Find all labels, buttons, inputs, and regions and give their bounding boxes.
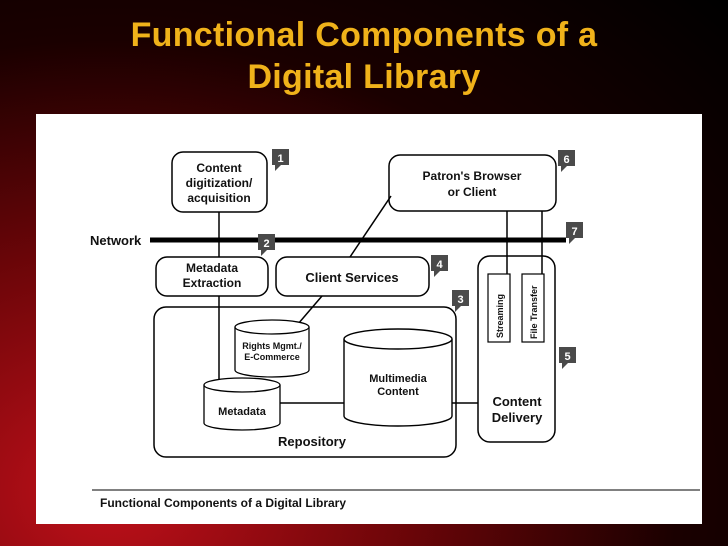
callout-badge-2	[258, 234, 275, 256]
content-digitization-label-2: digitization/	[186, 176, 253, 190]
metadata-extraction-label-1: Metadata	[186, 261, 238, 275]
slide-title-line-2: Digital Library	[247, 58, 481, 96]
caption: Functional Components of a Digital Libra…	[100, 496, 346, 510]
content-delivery-label-2: Delivery	[492, 410, 543, 425]
client-services-label: Client Services	[305, 270, 398, 285]
repository-label: Repository	[278, 434, 347, 449]
multimedia-content-label-1: Multimedia	[369, 373, 427, 385]
file-transfer-box	[521, 273, 545, 343]
content-digitization-label-1: Content	[196, 161, 241, 175]
patrons-browser-box	[388, 154, 557, 212]
network-label: Network	[90, 233, 142, 248]
functional-components-diagram: Network Repository Content Delivery Stre…	[90, 149, 700, 510]
metadata-extraction-label-2: Extraction	[183, 276, 242, 290]
slide-title-line-1: Functional Components of a	[130, 16, 598, 54]
callout-badge-3	[452, 290, 469, 312]
metadata-extraction-box	[155, 256, 269, 297]
slide-title: Functional Components of a Digital Libra…	[0, 14, 728, 98]
file-transfer-label: File Transfer	[529, 285, 539, 339]
multimedia-content-cylinder	[343, 328, 453, 427]
metadata-cylinder	[203, 377, 281, 431]
content-digitization-label-3: acquisition	[187, 191, 250, 205]
callout-number-1: 1	[277, 153, 283, 165]
callout-badge-1	[272, 149, 289, 171]
content-delivery-label-1: Content	[492, 394, 542, 409]
metadata-store-label: Metadata	[218, 406, 267, 418]
rights-mgmt-cylinder	[234, 319, 310, 378]
callout-number-5: 5	[564, 351, 570, 363]
patrons-browser-label-1: Patron's Browser	[423, 169, 522, 183]
rights-mgmt-label-2: E-Commerce	[244, 352, 300, 362]
repository-box	[153, 306, 457, 458]
connector-browser-clientservices	[349, 195, 392, 258]
connector-clientservices-rights	[297, 295, 323, 325]
diagram-panel: Network Repository Content Delivery Stre…	[36, 114, 702, 524]
streaming-box	[487, 273, 511, 343]
multimedia-content-label-2: Content	[377, 386, 419, 398]
client-services-box	[275, 256, 430, 297]
callout-badge-7	[566, 222, 583, 244]
callout-badge-5	[559, 347, 576, 369]
callout-number-3: 3	[457, 294, 463, 306]
callout-number-2: 2	[263, 238, 269, 250]
callout-badge-4	[431, 255, 448, 277]
callout-number-6: 6	[563, 154, 569, 166]
rights-mgmt-label-1: Rights Mgmt./	[242, 341, 302, 351]
callout-number-7: 7	[571, 226, 577, 238]
patrons-browser-label-2: or Client	[448, 185, 497, 199]
streaming-label: Streaming	[495, 294, 505, 338]
callout-badge-6	[558, 150, 575, 172]
callout-number-4: 4	[436, 259, 443, 271]
